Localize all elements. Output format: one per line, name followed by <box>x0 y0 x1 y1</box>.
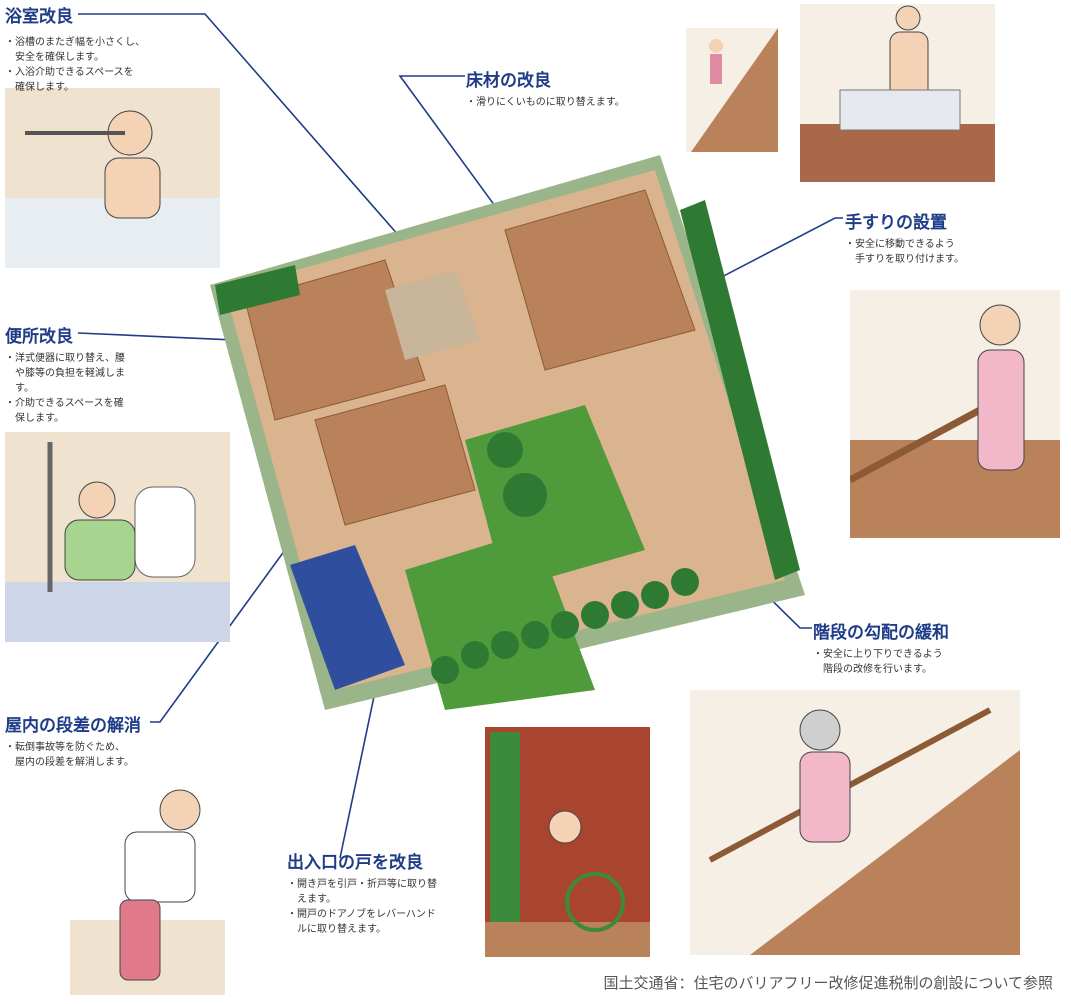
label-bath-title: 浴室改良 <box>5 7 73 27</box>
label-handrail-title: 手すりの設置 <box>845 213 947 233</box>
label-stairs: 階段の勾配の緩和 ・安全に上り下りできるよう 階段の改修を行います。 <box>813 618 949 677</box>
label-handrail: 手すりの設置 ・安全に移動できるよう 手すりを取り付けます。 <box>845 208 964 267</box>
label-floor: 床材の改良 ・滑りにくいものに取り替えます。 <box>466 66 625 110</box>
step-illustration <box>30 770 225 995</box>
bath-illustration <box>5 88 220 268</box>
door-wheelchair-illustration <box>485 707 650 957</box>
label-floor-line: ・滑りにくいものに取り替えます。 <box>466 97 625 108</box>
stairs-top-illustration <box>686 28 778 152</box>
label-stairs-line: 階段の改修を行います。 <box>813 664 932 675</box>
label-toilet-line: 保します。 <box>5 413 64 424</box>
label-step: 屋内の段差の解消 ・転倒事故等を防ぐため、 屋内の段差を解消します。 <box>5 711 141 770</box>
label-door-title: 出入口の戸を改良 <box>287 853 423 873</box>
label-toilet-line: や膝等の負担を軽減しま <box>5 368 125 379</box>
label-handrail-line: 手すりを取り付けます。 <box>845 254 964 265</box>
label-floor-title: 床材の改良 <box>466 71 551 91</box>
label-bath-line: 確保します。 <box>5 82 74 93</box>
shower-illustration <box>800 4 995 182</box>
label-step-line: 屋内の段差を解消します。 <box>5 757 134 768</box>
leader-line-bath <box>78 13 456 301</box>
label-bath-line: 安全を確保します。 <box>5 52 104 63</box>
label-bath: 浴室改良 ・浴槽のまたぎ幅を小さくし、 安全を確保します。 ・入浴介助できるスペ… <box>5 2 145 95</box>
toilet-illustration <box>5 432 230 642</box>
label-bath-line: ・浴槽のまたぎ幅を小さくし、 <box>5 37 145 48</box>
label-step-title: 屋内の段差の解消 <box>5 716 141 736</box>
label-toilet: 便所改良 ・洋式便器に取り替え、腰 や膝等の負担を軽減しま す。 ・介助できるス… <box>5 322 125 426</box>
label-toilet-title: 便所改良 <box>5 327 73 347</box>
label-handrail-line: ・安全に移動できるよう <box>845 239 955 250</box>
label-door: 出入口の戸を改良 ・開き戸を引戸・折戸等に取り替 えます。 ・開戸のドアノブをレ… <box>287 848 437 937</box>
label-door-line: ・開戸のドアノブをレバーハンド <box>287 909 436 920</box>
handrail-illustration <box>850 290 1060 538</box>
label-toilet-line: ・洋式便器に取り替え、腰 <box>5 353 125 364</box>
label-stairs-title: 階段の勾配の緩和 <box>813 623 949 643</box>
source-note: 国土交通省：住宅のバリアフリー改修促進税制の創設について参照 <box>603 974 1053 992</box>
label-toilet-line: ・介助できるスペースを確 <box>5 398 124 409</box>
house-isometric-illustration <box>210 155 805 710</box>
label-bath-line: ・入浴介助できるスペースを <box>5 67 134 78</box>
label-stairs-line: ・安全に上り下りできるよう <box>813 649 943 660</box>
label-step-line: ・転倒事故等を防ぐため、 <box>5 742 125 753</box>
label-door-line: ルに取り替えます。 <box>287 924 386 935</box>
label-door-line: えます。 <box>287 894 336 905</box>
stairs-descending-illustration <box>690 690 1020 955</box>
label-door-line: ・開き戸を引戸・折戸等に取り替 <box>287 879 437 890</box>
label-toilet-line: す。 <box>5 383 34 394</box>
